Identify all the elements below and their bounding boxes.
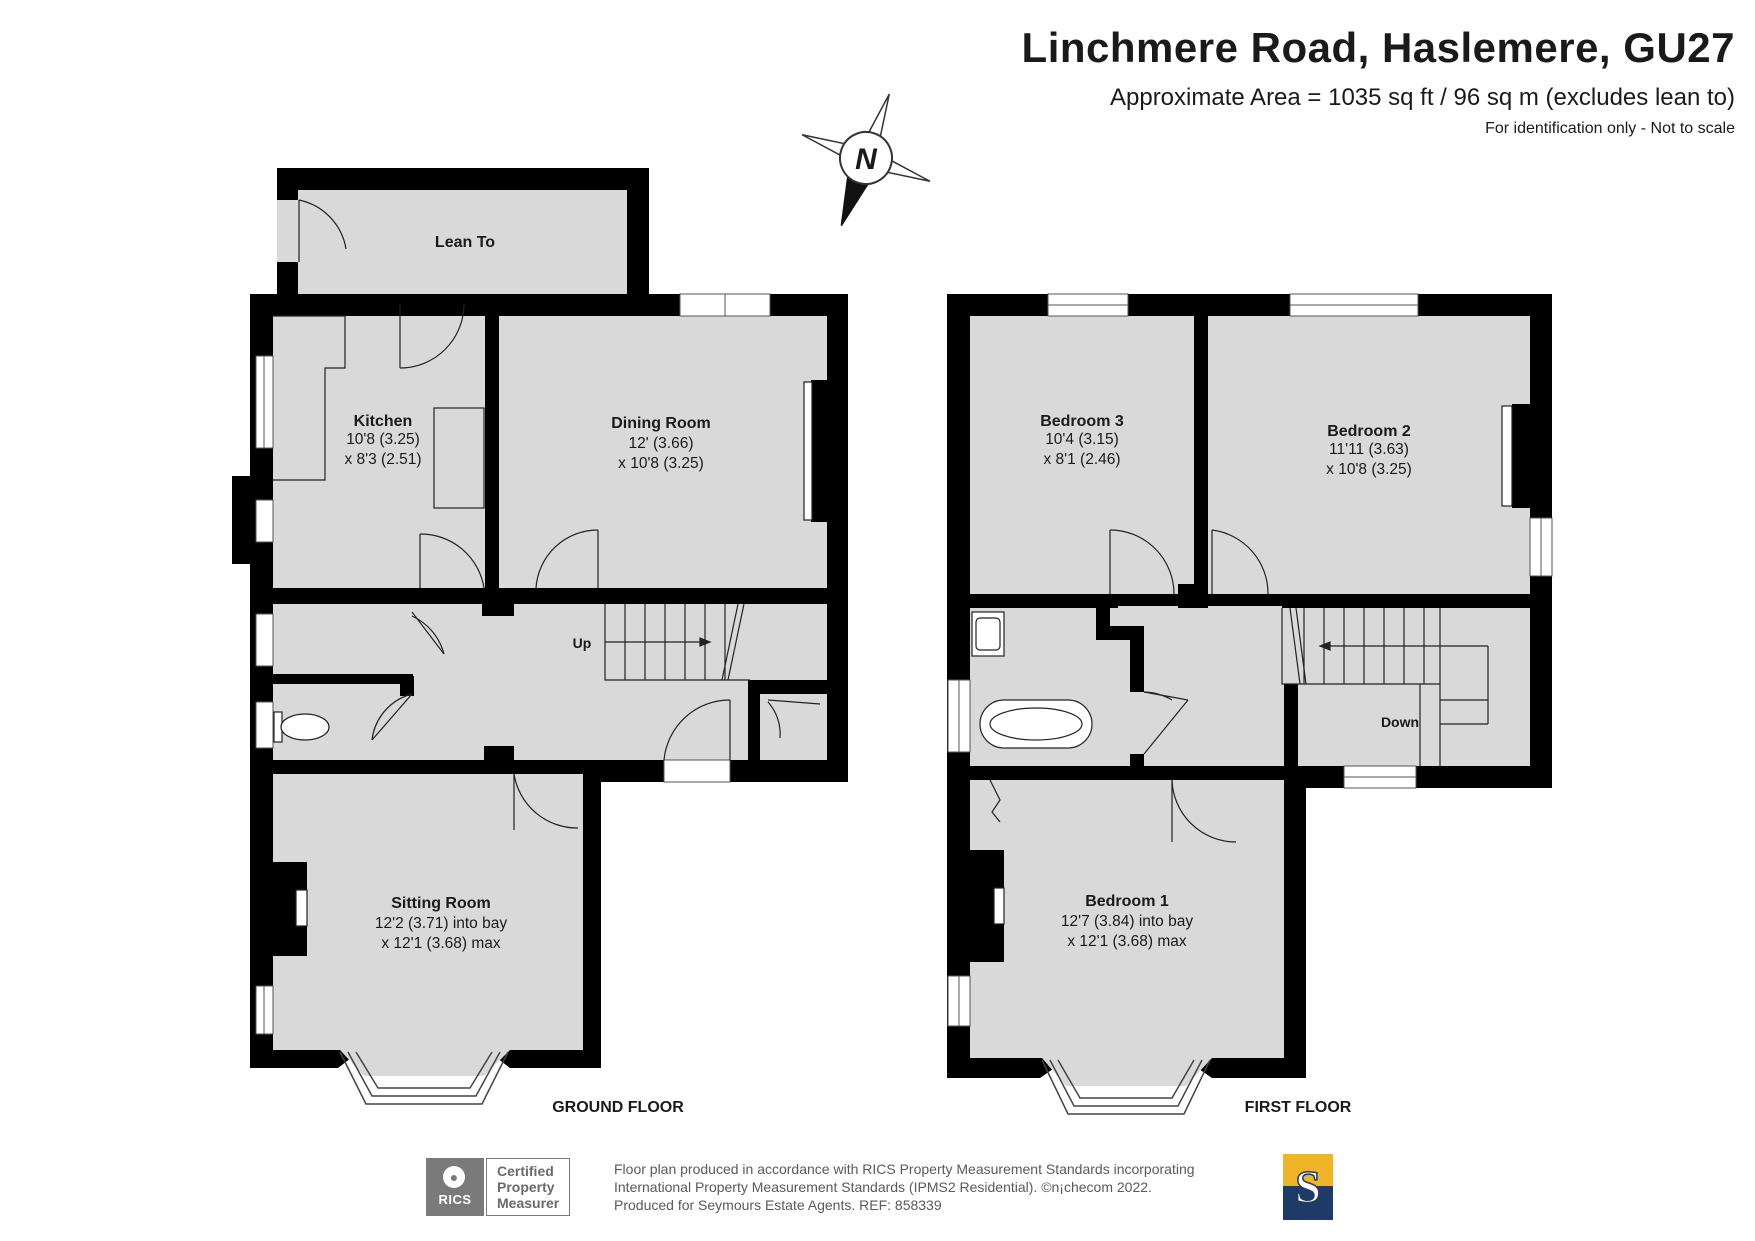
room-dimension: x 10'8 (3.25) — [1326, 461, 1412, 478]
agent-logo-letter: S — [1294, 1160, 1321, 1213]
room-dimension: x 8'3 (2.51) — [344, 451, 421, 468]
room-name: Bedroom 3 — [1040, 413, 1124, 430]
room-dimension: 12'7 (3.84) into bay — [1061, 913, 1193, 930]
bay-window — [339, 1051, 509, 1105]
wc-icon — [273, 711, 330, 743]
first-floor-stairs — [1281, 607, 1489, 766]
page-title: Linchmere Road, Haslemere, GU27 — [1021, 24, 1735, 71]
rics-emblem-icon: ● — [443, 1166, 465, 1188]
rics-mark: RICS — [438, 1192, 472, 1207]
ground-floor-plan: Lean To Kitchen 10'8 (3.25) x 8'3 (2.51)… — [232, 168, 848, 1116]
bedroom-2-floor — [1208, 316, 1530, 594]
room-dimension: x 12'1 (3.68) max — [1067, 933, 1187, 950]
footer-line: Produced for Seymours Estate Agents. REF… — [614, 1197, 942, 1213]
room-dimension: x 8'1 (2.46) — [1043, 451, 1120, 468]
room-dimension: x 12'1 (3.68) max — [381, 935, 501, 952]
room-name: Bedroom 2 — [1327, 423, 1411, 440]
bath-icon — [979, 699, 1093, 749]
room-dimension: 12' (3.66) — [629, 435, 694, 452]
bay-window — [1041, 1059, 1211, 1115]
room-name: Sitting Room — [391, 895, 491, 912]
footer-notes: Floor plan produced in accordance with R… — [614, 1160, 1195, 1214]
dining-room-floor — [499, 316, 827, 588]
footer-line: International Property Measurement Stand… — [614, 1179, 1152, 1195]
room-name: Kitchen — [354, 413, 413, 430]
approximate-area: Approximate Area = 1035 sq ft / 96 sq m … — [1109, 84, 1735, 111]
disclaimer: For identification only - Not to scale — [1485, 120, 1735, 137]
chimney-breast — [232, 476, 256, 564]
first-floor-plan: Bedroom 3 10'4 (3.15) x 8'1 (2.46) Bedro… — [947, 293, 1553, 1116]
stairs-label: Down — [1381, 714, 1419, 730]
room-dimension: 11'11 (3.63) — [1329, 441, 1409, 458]
rics-certified-badge: ● RICS Certified Property Measurer — [426, 1158, 570, 1216]
basin-icon — [971, 611, 1005, 657]
certified-line: Property — [497, 1179, 555, 1195]
room-name: Dining Room — [611, 415, 711, 432]
kitchen-floor — [273, 316, 485, 588]
certified-property-measurer: Certified Property Measurer — [486, 1158, 570, 1216]
room-dimension: 12'2 (3.71) into bay — [375, 915, 507, 932]
floor-label: FIRST FLOOR — [1245, 1099, 1352, 1116]
rics-logo-icon: ● RICS — [426, 1158, 484, 1216]
ground-floor-stairs — [604, 603, 750, 681]
agent-logo-icon: S — [1283, 1154, 1333, 1220]
footer-line: Floor plan produced in accordance with R… — [614, 1161, 1195, 1177]
stairs-label: Up — [573, 635, 592, 651]
lean-to-room — [277, 168, 649, 294]
room-name: Lean To — [435, 234, 495, 251]
floor-label: GROUND FLOOR — [552, 1099, 684, 1116]
compass-icon: N — [801, 93, 931, 227]
room-dimension: 10'8 (3.25) — [346, 431, 420, 448]
room-name: Bedroom 1 — [1085, 893, 1169, 910]
compass-north-label: N — [855, 143, 878, 176]
certified-line: Measurer — [497, 1195, 560, 1211]
certified-line: Certified — [497, 1163, 554, 1179]
sitting-room-floor — [273, 774, 583, 1050]
bedroom-1-floor — [970, 780, 1284, 1058]
room-dimension: 10'4 (3.15) — [1045, 431, 1119, 448]
room-dimension: x 10'8 (3.25) — [618, 455, 704, 472]
bedroom-3-floor — [970, 316, 1194, 594]
